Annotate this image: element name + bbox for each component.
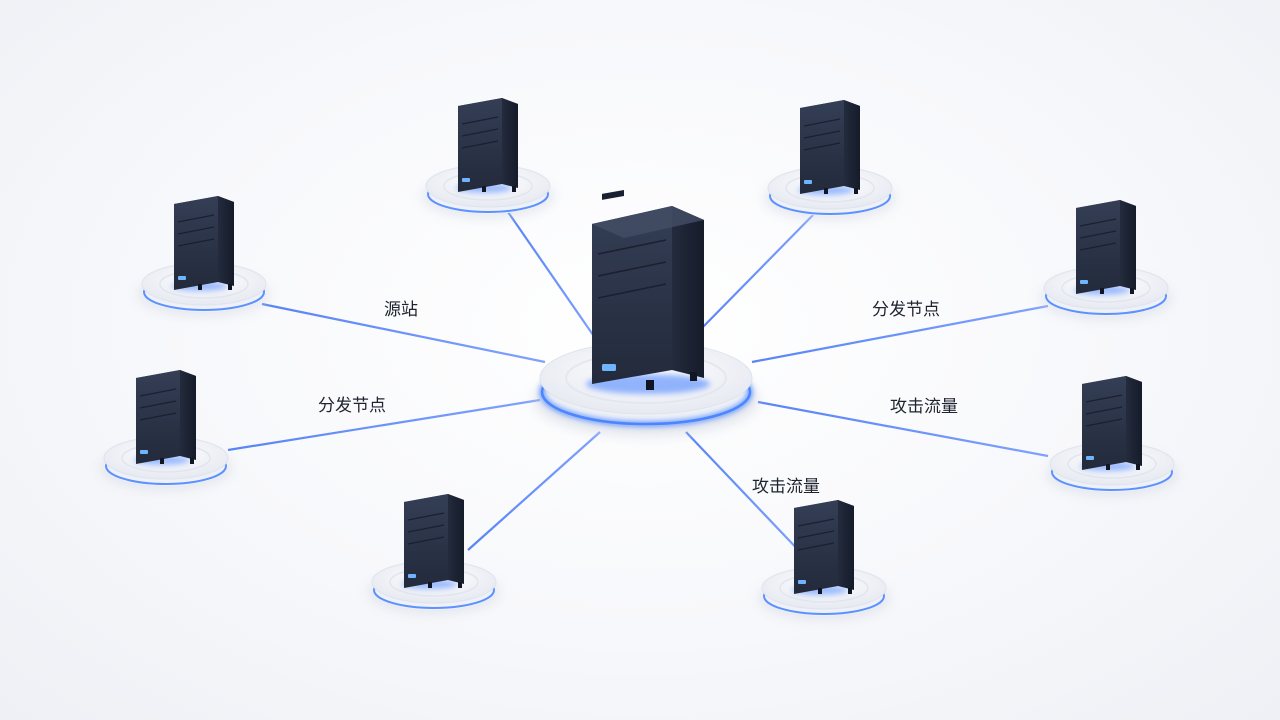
node-bottom-left bbox=[368, 494, 500, 614]
server-icon bbox=[456, 98, 518, 193]
link-top-right bbox=[699, 213, 815, 331]
link-upper-right bbox=[751, 304, 1049, 364]
central-server-hub bbox=[534, 189, 758, 436]
node-top-right bbox=[764, 100, 896, 220]
label-source: 源站 bbox=[384, 300, 418, 320]
node-bottom-right bbox=[758, 500, 890, 620]
label-distribution-right: 分发节点 bbox=[872, 300, 940, 320]
link-lower-right bbox=[757, 400, 1049, 458]
label-attack-bottom: 攻击流量 bbox=[752, 477, 820, 497]
server-icon bbox=[1080, 376, 1142, 471]
node-upper-right bbox=[1040, 200, 1172, 320]
server-icon bbox=[402, 494, 464, 589]
satellite-nodes bbox=[100, 98, 1178, 620]
server-icon bbox=[798, 100, 860, 195]
link-top-left bbox=[507, 211, 601, 346]
node-lower-left bbox=[100, 370, 232, 490]
link-upper-left bbox=[261, 302, 546, 364]
node-lower-right bbox=[1046, 376, 1178, 496]
server-icon bbox=[172, 196, 234, 291]
link-lower-left bbox=[227, 398, 541, 452]
edge-labels: 源站 分发节点 分发节点 攻击流量 攻击流量 bbox=[318, 300, 958, 497]
link-bottom-right bbox=[685, 431, 805, 557]
server-icon bbox=[1074, 200, 1136, 295]
connection-links bbox=[227, 211, 1049, 557]
label-distribution-left: 分发节点 bbox=[318, 396, 386, 416]
node-top-left bbox=[422, 98, 554, 218]
central-server-icon bbox=[586, 189, 710, 394]
label-attack-right: 攻击流量 bbox=[890, 397, 958, 417]
server-icon bbox=[134, 370, 196, 465]
link-bottom-left bbox=[467, 431, 601, 551]
node-upper-left bbox=[138, 196, 270, 316]
server-icon bbox=[792, 500, 854, 595]
